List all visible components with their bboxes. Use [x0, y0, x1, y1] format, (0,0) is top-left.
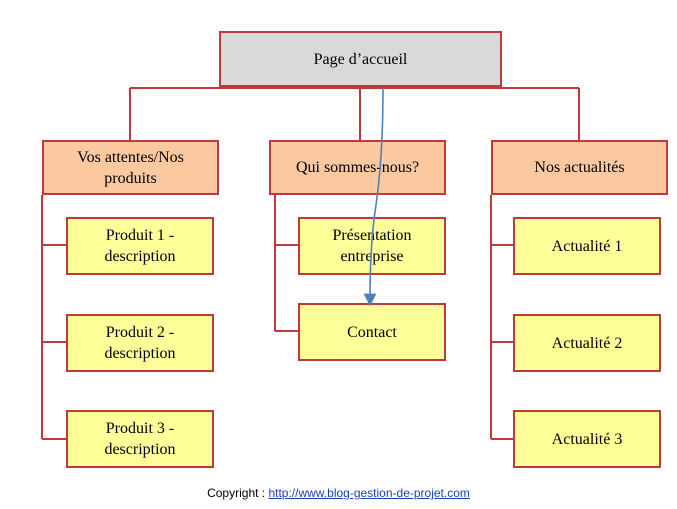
leaf-news-2: Actualité 2 [513, 314, 661, 372]
copyright-footer: Copyright : http://www.blog-gestion-de-p… [0, 486, 677, 500]
leaf-news-1: Actualité 1 [513, 217, 661, 275]
leaf-company-presentation: Présentation entreprise [298, 217, 446, 275]
category-about-us: Qui sommes-nous? [269, 140, 446, 195]
category-news: Nos actualités [491, 140, 668, 195]
leaf-product-1: Produit 1 - description [66, 217, 214, 275]
leaf-product-2: Produit 2 - description [66, 314, 214, 372]
root-node-home: Page d’accueil [219, 31, 502, 87]
leaf-news-3: Actualité 3 [513, 410, 661, 468]
leaf-contact: Contact [298, 303, 446, 361]
copyright-link[interactable]: http://www.blog-gestion-de-projet.com [268, 486, 470, 500]
category-products: Vos attentes/Nos produits [42, 140, 219, 195]
leaf-product-3: Produit 3 - description [66, 410, 214, 468]
copyright-label: Copyright : [207, 486, 269, 500]
